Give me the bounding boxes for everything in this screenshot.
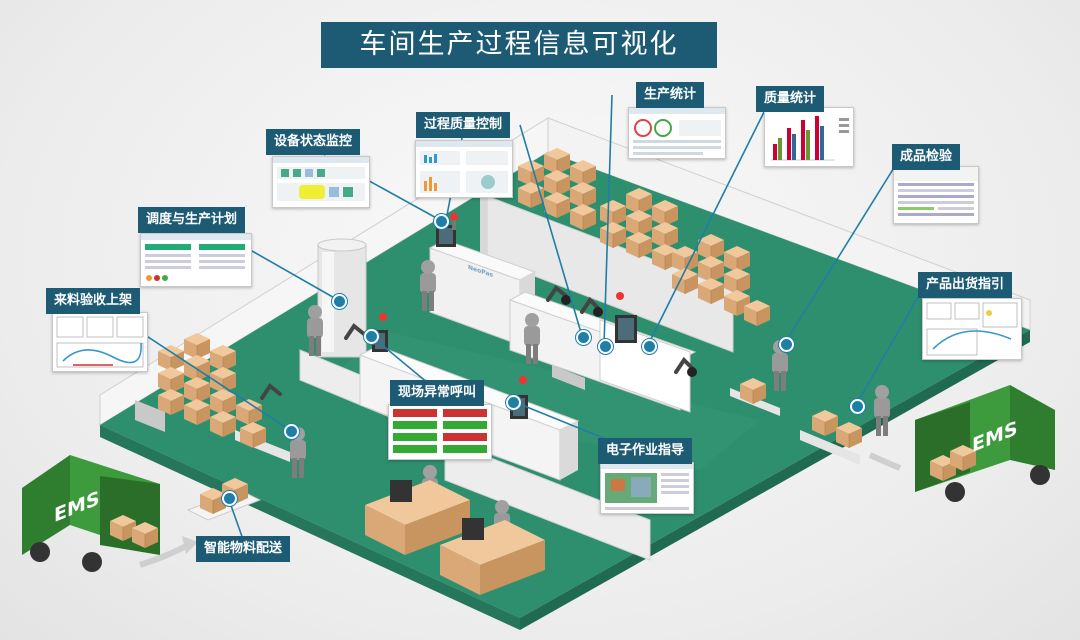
label-incoming-inspection: 来料验收上架 — [46, 288, 141, 314]
production-stats-thumbnail — [629, 108, 725, 155]
product-shipping-thumbnail — [926, 302, 1018, 356]
connector-dot — [506, 395, 521, 410]
quality-stats-thumbnail — [771, 116, 849, 161]
process-quality-screenshot — [415, 140, 513, 198]
connector-dot — [364, 329, 379, 344]
label-equipment-monitor: 设备状态监控 — [266, 129, 361, 155]
label-smart-delivery: 智能物料配送 — [196, 536, 291, 562]
connector-dot — [779, 337, 794, 352]
connector-dot — [576, 330, 591, 345]
quality-stats-screenshot — [764, 107, 854, 167]
page-title: 车间生产过程信息可视化 — [321, 22, 717, 68]
production-stats-screenshot — [628, 107, 726, 159]
incoming-inspection-screenshot — [52, 312, 148, 372]
label-quality-stats: 质量统计 — [756, 86, 825, 112]
label-andon-call: 现场异常呼叫 — [390, 380, 485, 406]
equipment-monitor-screenshot — [272, 156, 370, 208]
finished-inspection-thumbnail — [894, 167, 978, 216]
connector-dot — [222, 491, 237, 506]
label-electronic-sop: 电子作业指导 — [598, 438, 693, 464]
connector-dot — [332, 294, 347, 309]
connector-dot — [434, 214, 449, 229]
label-finished-inspection: 成品检验 — [892, 144, 961, 170]
connector-dot — [598, 339, 613, 354]
andon-call-screenshot — [388, 404, 492, 460]
incoming-inspection-thumbnail — [56, 316, 144, 368]
label-product-shipping: 产品出货指引 — [918, 272, 1013, 298]
andon-call-thumbnail — [393, 409, 487, 453]
electronic-sop-screenshot — [600, 462, 694, 514]
scheduling-plan-screenshot — [140, 233, 252, 287]
process-quality-thumbnail — [416, 141, 512, 193]
label-scheduling-plan: 调度与生产计划 — [138, 207, 246, 233]
connector-dot — [284, 424, 299, 439]
finished-inspection-screenshot — [893, 166, 979, 224]
equipment-monitor-thumbnail — [273, 157, 369, 201]
connector-dot — [642, 339, 657, 354]
product-shipping-screenshot — [922, 298, 1022, 360]
label-production-stats: 生产统计 — [636, 82, 705, 108]
connector-dot — [850, 399, 865, 414]
label-process-quality: 过程质量控制 — [416, 112, 511, 138]
electronic-sop-thumbnail — [601, 463, 693, 510]
scheduling-plan-thumbnail — [141, 234, 251, 281]
